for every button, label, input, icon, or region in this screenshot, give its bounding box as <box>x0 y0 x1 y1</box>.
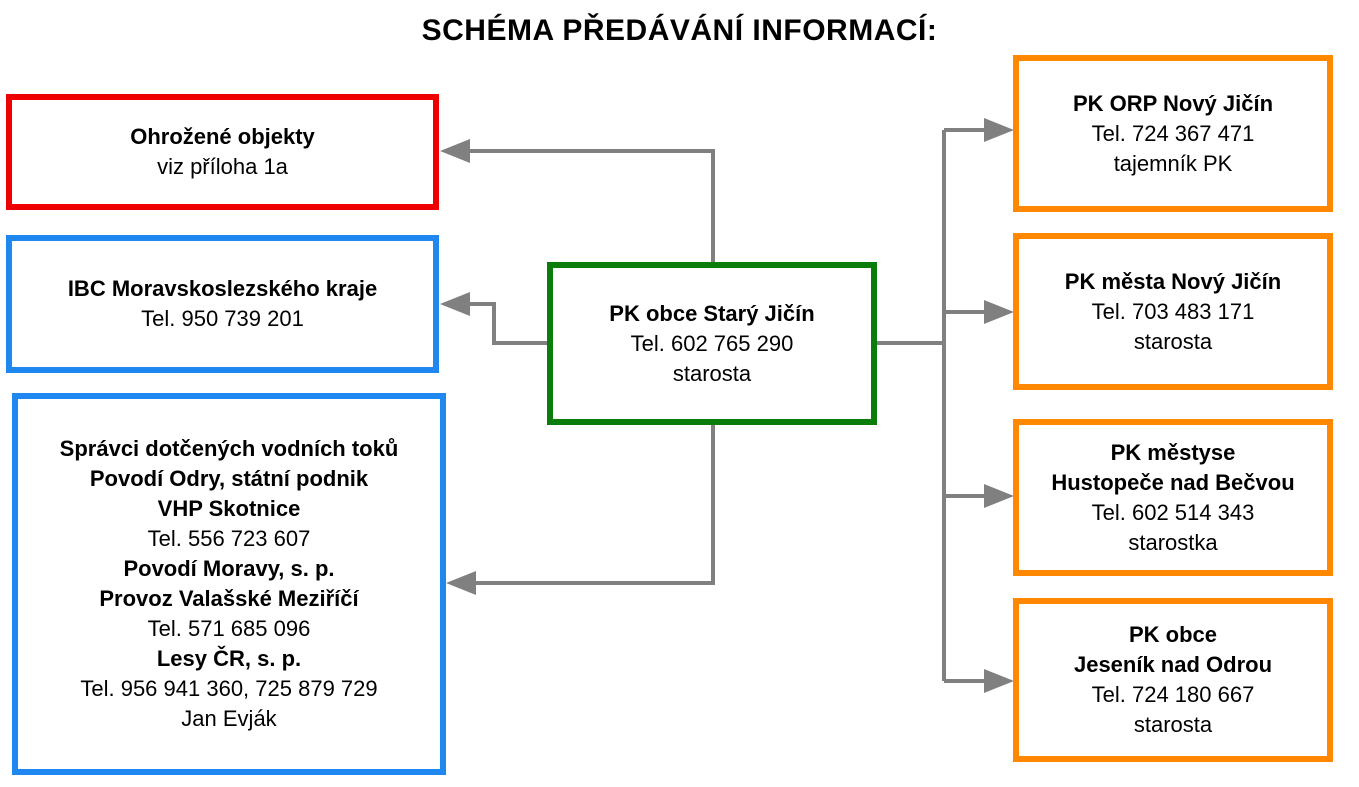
jesenik-box: PK obce Jeseník nad Odrou Tel. 724 180 6… <box>1013 598 1333 762</box>
rivers-org3-tel: Tel. 956 941 360, 725 879 729 <box>80 676 378 701</box>
jesenik-role: starosta <box>1133 712 1213 737</box>
orp-tel: Tel. 724 367 471 <box>1091 120 1255 146</box>
rivers-org2: Povodí Moravy, s. p. <box>123 556 335 581</box>
orp-box: PK ORP Nový Jičín Tel. 724 367 471 tajem… <box>1013 55 1333 212</box>
rivers-org2-tel: Tel. 571 685 096 <box>147 616 311 641</box>
diagram-title: SCHÉMA PŘEDÁVÁNÍ INFORMACÍ: <box>421 14 938 47</box>
rivers-org3-person: Jan Evják <box>181 706 277 731</box>
hustopece-name2: Hustopeče nad Bečvou <box>1051 469 1295 495</box>
ibc-box: IBC Moravskoslezského kraje Tel. 950 739… <box>6 235 439 373</box>
hustopece-tel: Tel. 602 514 343 <box>1091 499 1255 525</box>
orp-role: tajemník PK <box>1113 150 1233 176</box>
rivers-org2-unit: Provoz Valašské Meziříčí <box>99 586 359 611</box>
arrow-to-rivers <box>451 425 715 588</box>
jesenik-name2: Jeseník nad Odrou <box>1073 652 1273 677</box>
center-role: starosta <box>672 360 752 386</box>
rivers-org1-tel: Tel. 556 723 607 <box>147 526 311 551</box>
ibc-name: IBC Moravskoslezského kraje <box>67 276 378 301</box>
orp-name: PK ORP Nový Jičín <box>1072 90 1274 116</box>
center-box: PK obce Starý Jičín Tel. 602 765 290 sta… <box>547 262 877 425</box>
threatened-objects-note: viz příloha 1a <box>157 154 288 179</box>
city-name: PK města Nový Jičín <box>1064 268 1282 294</box>
hustopece-box: PK městyse Hustopeče nad Bečvou Tel. 602… <box>1013 419 1333 576</box>
center-tel: Tel. 602 765 290 <box>630 330 794 356</box>
city-box: PK města Nový Jičín Tel. 703 483 171 sta… <box>1013 233 1333 390</box>
rivers-org3: Lesy ČR, s. p. <box>156 646 302 671</box>
city-role: starosta <box>1133 328 1213 354</box>
rivers-org1: Povodí Odry, státní podnik <box>89 466 369 491</box>
river-managers-box: Správci dotčených vodních toků Povodí Od… <box>12 393 446 775</box>
threatened-objects-name: Ohrožené objekty <box>130 124 315 149</box>
hustopece-role: starostka <box>1128 529 1218 555</box>
jesenik-tel: Tel. 724 180 667 <box>1091 682 1255 707</box>
hustopece-name1: PK městyse <box>1110 439 1236 465</box>
arrow-to-threatened <box>445 146 715 262</box>
threatened-objects-box: Ohrožené objekty viz příloha 1a <box>6 94 439 210</box>
rivers-org1-unit: VHP Skotnice <box>157 496 301 521</box>
ibc-tel: Tel. 950 739 201 <box>141 306 304 331</box>
rivers-heading: Správci dotčených vodních toků <box>59 436 399 461</box>
city-tel: Tel. 703 483 171 <box>1091 298 1255 324</box>
center-name: PK obce Starý Jičín <box>609 300 815 326</box>
jesenik-name1: PK obce <box>1128 622 1218 647</box>
